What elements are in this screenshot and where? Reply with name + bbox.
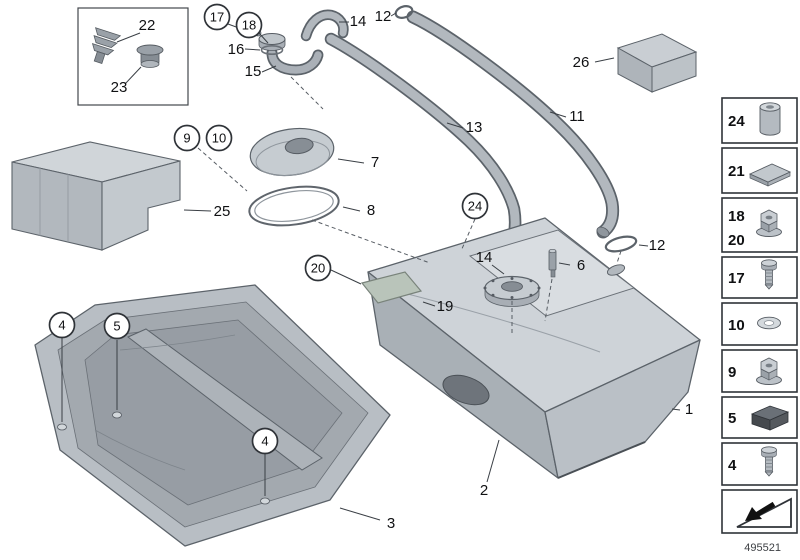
callout-24[interactable]: 24 — [461, 192, 489, 220]
part-label-13[interactable]: 13 — [466, 119, 483, 136]
part-label-22[interactable]: 22 — [139, 17, 156, 34]
pan-bolt-boss — [112, 411, 122, 419]
legend-item-21[interactable]: 21 — [721, 147, 798, 194]
pan-bolt-boss — [57, 423, 67, 431]
rubber-pad-icon — [750, 405, 790, 431]
cover-plate-7 — [249, 127, 335, 177]
cross-reference-arrow-icon — [736, 497, 792, 528]
fuel-tank-1 — [367, 217, 701, 479]
callout-20-label: 20 — [311, 261, 325, 276]
callout-17[interactable]: 17 — [203, 3, 231, 31]
protection-pan-3 — [34, 284, 391, 547]
part-label-1[interactable]: 1 — [685, 401, 693, 418]
filler-boss — [606, 264, 626, 276]
part-22-fitting-drawing — [91, 27, 122, 64]
vent-pipe-11 — [406, 10, 620, 239]
callout-5-label: 5 — [113, 319, 120, 334]
callout-4-left[interactable]: 4 — [48, 311, 76, 339]
part-23-grommet-drawing — [136, 44, 164, 68]
callout-20[interactable]: 20 — [304, 254, 332, 282]
part-label-16[interactable]: 16 — [228, 41, 245, 58]
legend-item-4[interactable]: 4 — [721, 442, 798, 486]
legend-label-4: 4 — [728, 457, 737, 474]
part-label-12-top[interactable]: 12 — [375, 8, 392, 25]
part-label-7[interactable]: 7 — [371, 154, 379, 171]
part-label-14-mid[interactable]: 14 — [476, 249, 493, 266]
part-label-2[interactable]: 2 — [480, 482, 488, 499]
callout-5[interactable]: 5 — [103, 312, 131, 340]
part-label-19[interactable]: 19 — [437, 298, 454, 315]
callout-4-left-label: 4 — [58, 318, 65, 333]
assembly-alignment-lines — [197, 76, 622, 333]
leader-lines — [61, 12, 681, 521]
callout-18[interactable]: 18 — [235, 11, 263, 39]
legend-label-18: 18 — [728, 208, 745, 225]
legend-label-5: 5 — [728, 410, 736, 427]
legend-item-5[interactable]: 5 — [721, 396, 798, 439]
filler-hose-14 — [300, 9, 349, 42]
callout-18-label: 18 — [242, 18, 256, 33]
callout-4-lower-label: 4 — [261, 434, 268, 449]
foam-block-25 — [11, 141, 181, 251]
seal-ring-12-right — [604, 235, 638, 253]
adhesive-pad-icon — [748, 163, 792, 187]
legend-cross-reference[interactable] — [721, 489, 798, 534]
legend-label-24: 24 — [728, 113, 745, 130]
legend-label-17: 17 — [728, 270, 745, 287]
legend-item-9[interactable]: 9 — [721, 349, 798, 393]
spacer-sleeve-icon — [759, 102, 781, 136]
part-26-box — [616, 33, 698, 93]
legend-label-10: 10 — [728, 317, 745, 334]
part-label-26[interactable]: 26 — [573, 54, 590, 71]
callout-4-lower[interactable]: 4 — [251, 427, 279, 455]
legend-item-18-20[interactable]: 18 20 — [721, 197, 798, 253]
legend-item-10[interactable]: 10 — [721, 302, 798, 346]
part-label-3[interactable]: 3 — [387, 515, 395, 532]
drawing-number: 495521 — [744, 542, 781, 554]
part-labels: 16 15 14 12 26 13 11 7 8 25 14 6 19 12 1… — [214, 8, 694, 532]
clamp-ring-12-top — [394, 5, 414, 19]
callout-10[interactable]: 10 — [205, 124, 233, 152]
legend-item-24[interactable]: 24 — [721, 97, 798, 144]
inset-box-22-23: 22 23 — [77, 7, 189, 106]
pan-bolt-boss — [260, 497, 270, 505]
legend-label-20: 20 — [728, 232, 745, 249]
legend-panel: 24 21 18 20 17 — [721, 97, 798, 534]
callout-10-label: 10 — [212, 131, 226, 146]
gasket-8 — [248, 185, 340, 227]
legend-label-9: 9 — [728, 364, 736, 381]
part-label-6[interactable]: 6 — [577, 257, 585, 274]
legend-label-21: 21 — [728, 163, 745, 180]
callout-24-label: 24 — [468, 199, 482, 214]
part-label-25[interactable]: 25 — [214, 203, 231, 220]
washer-icon — [757, 316, 781, 330]
fuel-pump-flange-14 — [483, 275, 541, 307]
part-label-23[interactable]: 23 — [111, 79, 128, 96]
part-label-8[interactable]: 8 — [367, 202, 375, 219]
part-label-14-top[interactable]: 14 — [350, 13, 367, 30]
legend-item-17[interactable]: 17 — [721, 256, 798, 299]
sensor-6 — [548, 248, 557, 278]
callout-9[interactable]: 9 — [173, 124, 201, 152]
tank-strap-opening — [442, 374, 490, 406]
part-label-11[interactable]: 11 — [569, 108, 585, 125]
callout-9-label: 9 — [183, 131, 190, 146]
part-label-15[interactable]: 15 — [245, 63, 262, 80]
foam-pad-19 — [360, 271, 423, 304]
callout-17-label: 17 — [210, 10, 224, 25]
part-label-12-right[interactable]: 12 — [649, 237, 666, 254]
